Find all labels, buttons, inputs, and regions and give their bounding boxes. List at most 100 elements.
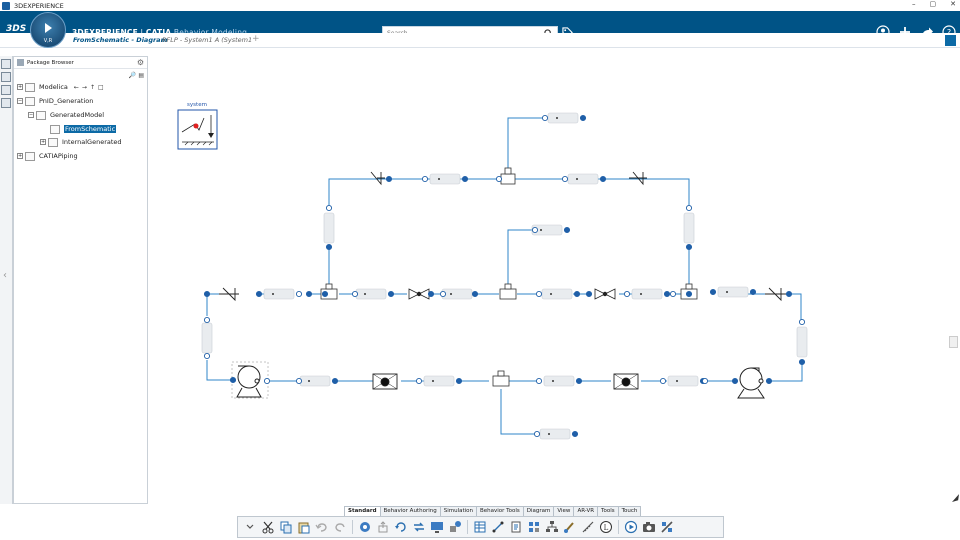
gate-valve[interactable] — [408, 288, 430, 300]
port-node-open[interactable] — [421, 175, 429, 183]
nav-forward-icon[interactable]: → — [81, 83, 87, 91]
tee-junction[interactable] — [499, 283, 517, 300]
pipe-segment[interactable] — [547, 112, 579, 124]
port-node-open[interactable] — [295, 377, 303, 385]
tee-junction[interactable] — [492, 370, 510, 387]
tab-rflp[interactable]: RFLP - System1 A (System1 — [162, 36, 253, 44]
port-node-filled[interactable] — [663, 290, 671, 298]
tree-node-catia-piping[interactable]: + CATIAPiping — [17, 150, 78, 162]
tab-view[interactable]: View — [553, 506, 575, 516]
tee-junction[interactable] — [320, 283, 338, 300]
port-node-open[interactable] — [531, 226, 539, 234]
port-node-filled[interactable] — [387, 290, 395, 298]
compass-widget[interactable]: V,R — [30, 12, 66, 48]
port-node-open[interactable] — [533, 430, 541, 438]
port-node-filled[interactable] — [573, 290, 581, 298]
panel-structure-icon[interactable] — [1, 98, 11, 108]
port-node-filled[interactable] — [325, 243, 333, 251]
tab-behavior-tools[interactable]: Behavior Tools — [476, 506, 524, 516]
open-icon[interactable]: □ — [97, 83, 104, 91]
simulate-play-icon[interactable] — [623, 519, 639, 535]
tree-node-modelica[interactable]: + Modelica ← → ↑ □ — [17, 81, 104, 93]
model-tools-icon[interactable] — [447, 519, 463, 535]
redo-icon[interactable] — [332, 519, 348, 535]
port-node-filled[interactable] — [563, 226, 571, 234]
model-structure-icon[interactable] — [544, 519, 560, 535]
port-node-filled[interactable] — [685, 243, 693, 251]
port-node-filled[interactable] — [321, 290, 329, 298]
port-node-filled[interactable] — [203, 290, 211, 298]
license-icon[interactable]: L — [598, 519, 614, 535]
pipe-segment[interactable] — [423, 375, 455, 387]
port-node-filled[interactable] — [385, 175, 393, 183]
pipe-segment[interactable] — [299, 375, 331, 387]
port-node-open[interactable] — [561, 175, 569, 183]
port-node-filled[interactable] — [255, 290, 263, 298]
port-node-open[interactable] — [685, 204, 693, 212]
tab-standard[interactable]: Standard — [344, 506, 381, 516]
refresh-icon[interactable] — [393, 519, 409, 535]
pipe-segment[interactable] — [201, 322, 213, 354]
port-node-filled[interactable] — [427, 290, 435, 298]
port-node-open[interactable] — [701, 377, 709, 385]
port-node-filled[interactable] — [798, 358, 806, 366]
port-node-open[interactable] — [325, 204, 333, 212]
tab-touch[interactable]: Touch — [617, 506, 642, 516]
port-node-filled[interactable] — [229, 376, 237, 384]
tab-tools[interactable]: Tools — [597, 506, 619, 516]
ball-valve[interactable] — [372, 373, 398, 390]
settings-tools-icon[interactable] — [659, 519, 675, 535]
pipe-segment[interactable] — [717, 286, 749, 298]
panel-browser-icon[interactable] — [1, 85, 11, 95]
share-doc-icon[interactable] — [375, 519, 391, 535]
schematic-diagram[interactable]: system — [149, 48, 960, 504]
panel-tree-icon[interactable] — [1, 59, 11, 69]
expander[interactable]: + — [17, 153, 23, 159]
port-node-open[interactable] — [798, 318, 806, 326]
pipe-segment[interactable] — [539, 428, 571, 440]
close-button[interactable]: ✕ — [950, 0, 956, 8]
check-valve[interactable] — [629, 171, 647, 186]
port-node-filled[interactable] — [785, 290, 793, 298]
more-icon[interactable] — [242, 519, 258, 535]
pipe-segment[interactable] — [543, 375, 575, 387]
capture-icon[interactable] — [641, 519, 657, 535]
pipe-segment[interactable] — [567, 173, 599, 185]
port-node-open[interactable] — [495, 175, 503, 183]
port-node-open[interactable] — [203, 316, 211, 324]
gate-valve[interactable] — [594, 288, 616, 300]
expander[interactable]: − — [28, 112, 34, 118]
check-valve[interactable] — [765, 287, 787, 302]
port-node-filled[interactable] — [749, 288, 757, 296]
pipe-segment[interactable] — [667, 375, 699, 387]
port-node-filled[interactable] — [305, 290, 313, 298]
monitor-icon[interactable] — [429, 519, 445, 535]
pipe-segment[interactable] — [683, 212, 695, 244]
nav-up-icon[interactable]: ↑ — [89, 83, 95, 91]
port-node-filled[interactable] — [331, 377, 339, 385]
port-node-open[interactable] — [669, 290, 677, 298]
system-block[interactable]: system — [177, 102, 218, 150]
port-node-filled[interactable] — [575, 377, 583, 385]
new-tab-button[interactable]: + — [252, 34, 260, 44]
maximize-button[interactable]: ▢ — [929, 0, 937, 8]
pipe-segment[interactable] — [441, 288, 473, 300]
check-valve[interactable] — [370, 171, 385, 186]
ball-valve[interactable] — [613, 373, 639, 390]
port-node-filled[interactable] — [571, 430, 579, 438]
port-node-filled[interactable] — [731, 377, 739, 385]
right-panel-handle[interactable] — [949, 336, 958, 348]
port-node-filled[interactable] — [765, 377, 773, 385]
port-node-open[interactable] — [535, 377, 543, 385]
pipe-segment[interactable] — [355, 288, 387, 300]
table-icon[interactable] — [472, 519, 488, 535]
tab-ar-vr[interactable]: AR-VR — [573, 506, 599, 516]
sync-icon[interactable] — [411, 519, 427, 535]
port-node-open[interactable] — [263, 377, 271, 385]
tree-node-pnid-generation[interactable]: − PnID_Generation — [17, 95, 93, 107]
search-tool-icon[interactable]: 🔎 — [128, 72, 137, 79]
pipe-segment[interactable] — [429, 173, 461, 185]
port-node-filled[interactable] — [709, 288, 717, 296]
pump-right[interactable] — [737, 367, 765, 399]
check-valve[interactable] — [219, 287, 239, 302]
